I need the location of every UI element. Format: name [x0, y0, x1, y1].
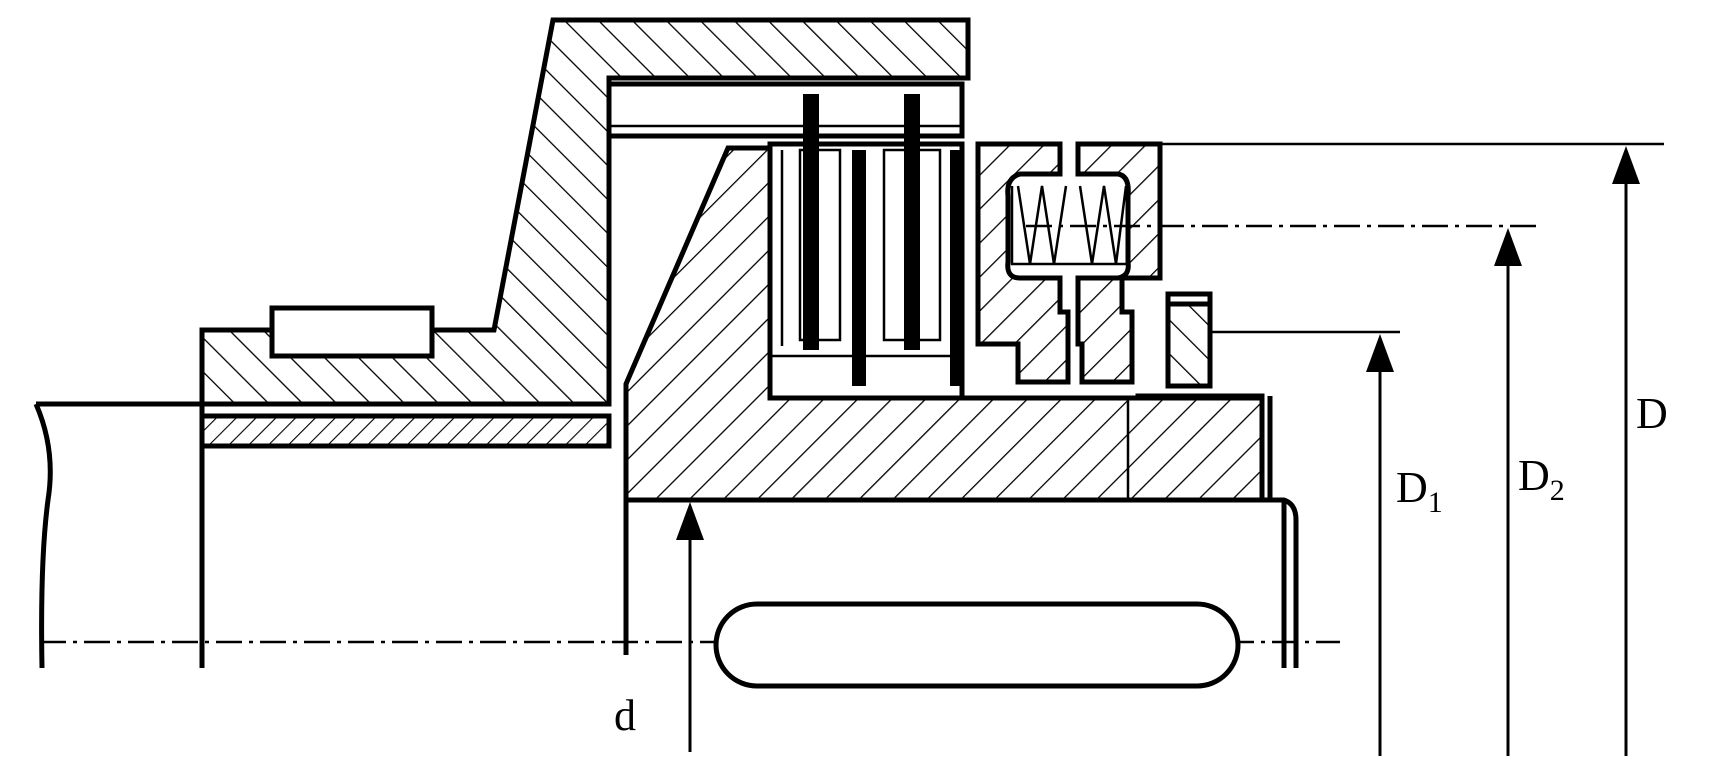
hub-bushing [199, 413, 612, 449]
friction-disc-1 [803, 94, 819, 350]
body-right-edge [1259, 396, 1273, 503]
friction-disc-4 [950, 150, 964, 386]
label-D2-sub: 2 [1550, 474, 1565, 507]
shaft-stub [33, 401, 200, 669]
output-shaft [626, 497, 1299, 668]
label-D1: D1 [1396, 463, 1443, 519]
spring-right [1078, 185, 1128, 265]
plate-frame-mid [882, 148, 942, 342]
label-D2: D2 [1518, 451, 1565, 507]
label-D1-main: D [1396, 463, 1428, 512]
spring-left [1016, 185, 1068, 265]
label-D: D [1636, 389, 1668, 438]
label-d: d [614, 691, 636, 740]
outer-housing [199, 17, 971, 407]
retaining-nut-cap [1165, 291, 1213, 307]
pressure-plate-left [975, 141, 1071, 385]
label-D2-main: D [1518, 451, 1550, 500]
output-keyway [713, 601, 1241, 689]
dimension-arrow-D2 [1494, 228, 1522, 266]
friction-disc-2 [852, 150, 866, 386]
retaining-nut [1165, 291, 1213, 389]
friction-disc-3 [904, 94, 920, 350]
dimension-arrow-D [1612, 146, 1640, 184]
housing-inner-ring [606, 81, 965, 139]
dimension-arrow-d [676, 502, 704, 540]
spring-core [1010, 186, 1128, 266]
dimension-arrow-D1 [1366, 334, 1394, 372]
pressure-plate-right [1075, 141, 1163, 385]
plate-frame-left [798, 148, 842, 342]
hub-key [269, 305, 435, 359]
label-D1-sub: 1 [1428, 486, 1443, 519]
